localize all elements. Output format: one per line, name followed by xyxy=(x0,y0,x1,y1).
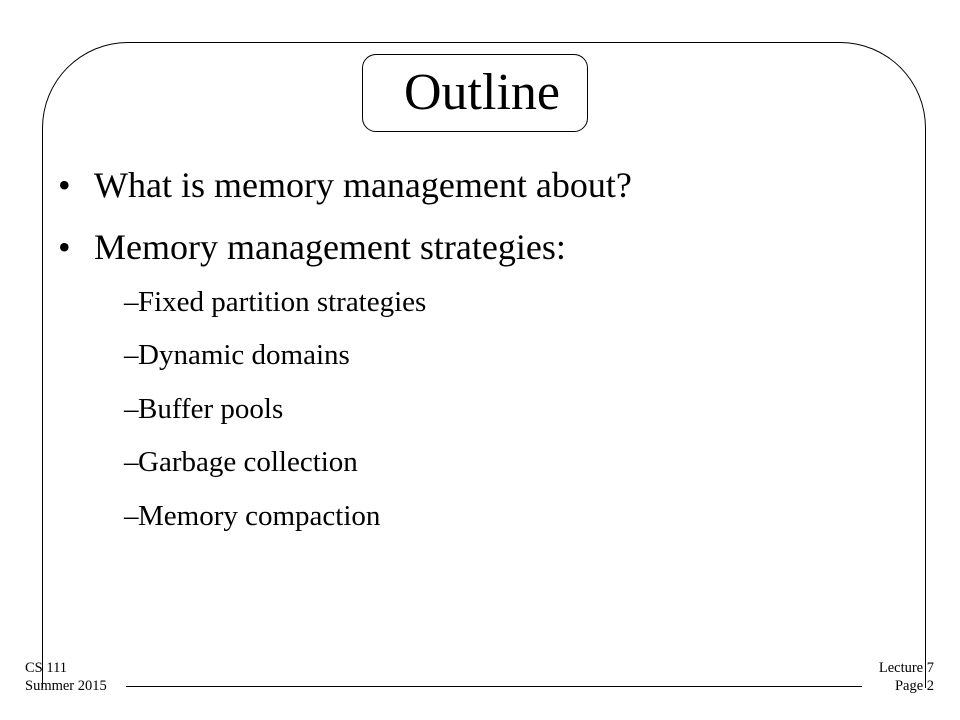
bullet-text: What is memory management about? xyxy=(94,165,632,205)
sub-bullet-marker: – xyxy=(124,339,139,371)
sub-bullet-item: –Memory compaction xyxy=(124,502,380,531)
bullet-marker: • xyxy=(58,227,71,267)
footer-page: Page 2 xyxy=(894,678,934,695)
bullet-marker: • xyxy=(58,165,71,205)
footer-left: CS 111 Summer 2015 xyxy=(25,659,107,695)
sub-bullet-marker: – xyxy=(124,286,139,318)
sub-bullet-text: Memory compaction xyxy=(138,500,381,532)
footer-right: Lecture 7 Page 2 xyxy=(879,659,934,695)
slide-frame xyxy=(42,42,926,688)
sub-bullet-text: Fixed partition strategies xyxy=(138,286,427,318)
bullet-item: • What is memory management about? xyxy=(58,167,632,203)
sub-bullet-item: –Dynamic domains xyxy=(124,341,350,370)
bullet-item: • Memory management strategies: xyxy=(58,229,566,265)
sub-bullet-marker: – xyxy=(124,500,139,532)
footer-course: CS 111 xyxy=(25,660,68,676)
sub-bullet-item: –Fixed partition strategies xyxy=(124,288,426,317)
footer-divider xyxy=(126,686,862,687)
bullet-text: Memory management strategies: xyxy=(94,227,566,267)
footer-term: Summer 2015 xyxy=(25,678,107,695)
sub-bullet-item: –Garbage collection xyxy=(124,448,358,477)
sub-bullet-marker: – xyxy=(124,446,139,478)
sub-bullet-marker: – xyxy=(124,393,139,425)
sub-bullet-text: Dynamic domains xyxy=(138,339,350,371)
sub-bullet-item: –Buffer pools xyxy=(124,395,283,424)
title-box: Outline xyxy=(362,54,588,132)
slide-title: Outline xyxy=(404,64,560,121)
sub-bullet-text: Buffer pools xyxy=(138,393,284,425)
sub-bullet-text: Garbage collection xyxy=(138,446,358,478)
footer-lecture: Lecture 7 xyxy=(878,660,934,676)
